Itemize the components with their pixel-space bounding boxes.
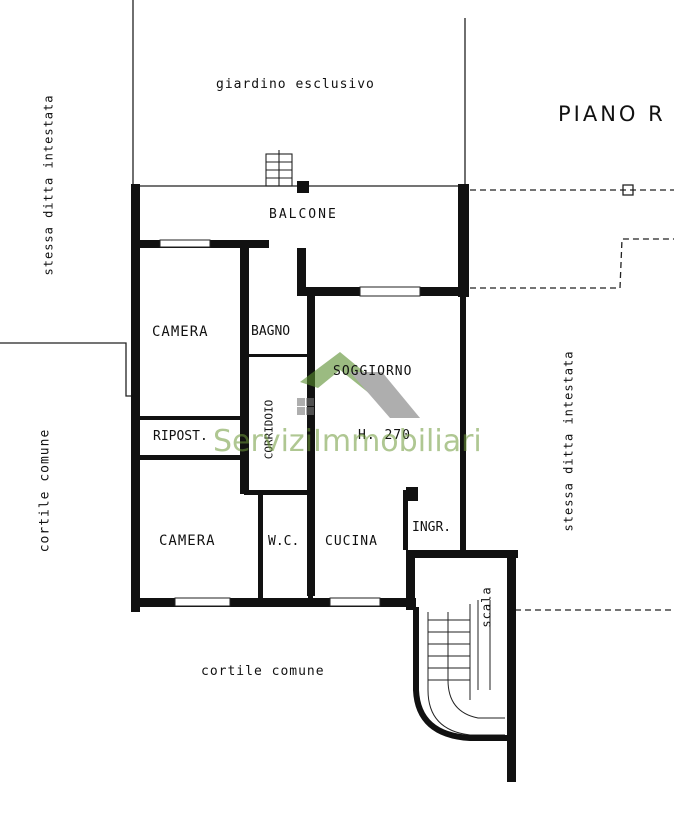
courtyard-bottom-label: cortile comune [201,664,325,679]
room-cucina: CUCINA [325,534,378,549]
courtyard-left-label: cortile comune [37,428,53,553]
watermark-house-icon [297,352,420,418]
room-height: H. 270 [358,428,411,443]
room-ripost: RIPOST. [153,429,208,444]
room-soggiorno: SOGGIORNO [333,364,413,379]
room-balcone: BALCONE [269,207,338,222]
garden-steps-icon [265,150,293,187]
room-wc: W.C. [268,534,300,549]
plan-title: PIANO R [558,102,666,126]
room-camera-top: CAMERA [152,324,209,340]
watermark-text: ServiziImmobiliari [213,424,482,459]
room-bagno: BAGNO [251,324,291,339]
garden-label: giardino esclusivo [216,77,375,92]
neighbor-right-label: stessa ditta intestata [561,350,576,532]
room-ingr: INGR. [412,520,452,535]
staircase-icon [427,600,505,736]
room-camera-bottom: CAMERA [159,533,216,549]
neighbor-left-label: stessa ditta intestata [41,94,56,276]
room-scala: scala [479,586,494,628]
